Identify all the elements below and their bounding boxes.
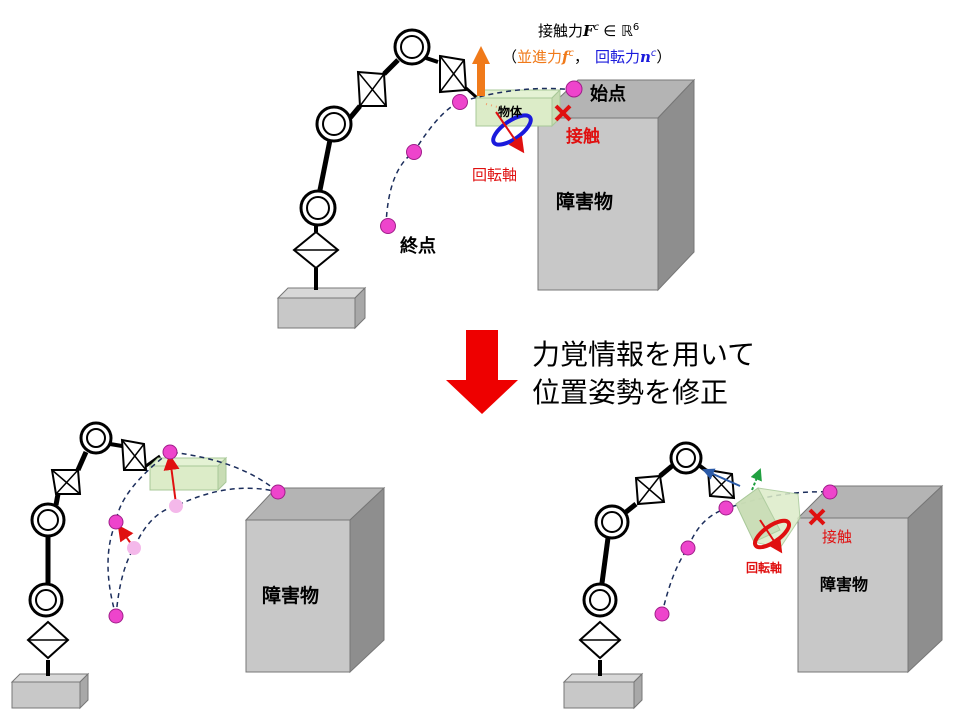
top-waypoints: [380, 80, 583, 234]
waypoint-dot: [822, 484, 838, 500]
waypoint-dot: [108, 514, 124, 530]
waypoint-dot: [406, 144, 422, 160]
top-robot-arm: [292, 28, 489, 290]
waypoint-dot: [108, 608, 124, 624]
top-object: [474, 88, 562, 128]
bl-object: [148, 456, 228, 492]
arrow-text-line2: 位置姿勢を修正: [532, 376, 728, 409]
bottom-right-panel: 接触 回転軸 障害物: [562, 441, 944, 710]
bl-obstacle: [244, 486, 386, 674]
waypoint-dot: [452, 94, 468, 110]
bl-correction-arrow: [163, 454, 180, 505]
top-end-label: 終点: [400, 235, 436, 257]
top-rotation-axis-label: 回転軸: [472, 166, 517, 184]
br-contact-cross: [808, 508, 826, 526]
waypoint-dot: [718, 500, 734, 516]
br-rotation-ring: [752, 518, 792, 554]
br-axis-arrow-green: [750, 468, 762, 491]
waypoint-dot: [654, 606, 670, 622]
waypoint-ghost-dot: [127, 541, 141, 555]
big-down-arrow: [446, 330, 518, 414]
br-rotation-axis-label: 回転軸: [746, 560, 782, 575]
top-force-arrow: [472, 46, 490, 96]
top-start-label: 始点: [590, 83, 626, 105]
top-obstacle-label: 障害物: [556, 190, 613, 213]
bottom-left-panel: 障害物: [10, 421, 386, 710]
waypoint-dot: [270, 484, 286, 500]
bl-robot-arm: [26, 421, 161, 676]
waypoint-ghost-dot: [169, 499, 183, 513]
waypoint-dot: [565, 80, 583, 98]
top-object-label: 物体: [498, 104, 523, 119]
br-contact-label: 接触: [822, 528, 852, 546]
top-contact-cross: [554, 104, 572, 122]
waypoint-dot: [380, 218, 396, 234]
top-robot-base: [276, 286, 367, 330]
waypoint-dot: [162, 444, 178, 460]
bl-trajectory-original: [115, 487, 279, 617]
br-object: [735, 487, 801, 549]
top-rotation-ring: [491, 111, 533, 154]
bl-robot-base: [10, 672, 90, 710]
bl-obstacle-label: 障害物: [262, 584, 319, 607]
arrow-text-line1: 力覚情報を用いて: [532, 338, 755, 371]
waypoint-dot: [680, 540, 696, 556]
br-robot-arm: [578, 441, 736, 676]
top-trajectory: [385, 87, 575, 227]
br-obstacle-label: 障害物: [820, 575, 868, 594]
top-panel: 接触力Fc∈ ℝ6 （並進力fc，回転力nc） 物体 始点 終点 接触 回転軸 …: [276, 22, 696, 330]
br-axis-arrow-blue: [702, 468, 741, 487]
top-contact-label: 接触: [566, 126, 600, 147]
br-robot-base: [562, 672, 644, 710]
bl-trajectory-corrected: [107, 451, 279, 617]
top-formula-line1: 接触力Fc∈ ℝ6: [538, 22, 639, 40]
top-formula-line2: （並進力fc，回転力nc）: [502, 48, 671, 66]
br-obstacle: [796, 484, 944, 674]
